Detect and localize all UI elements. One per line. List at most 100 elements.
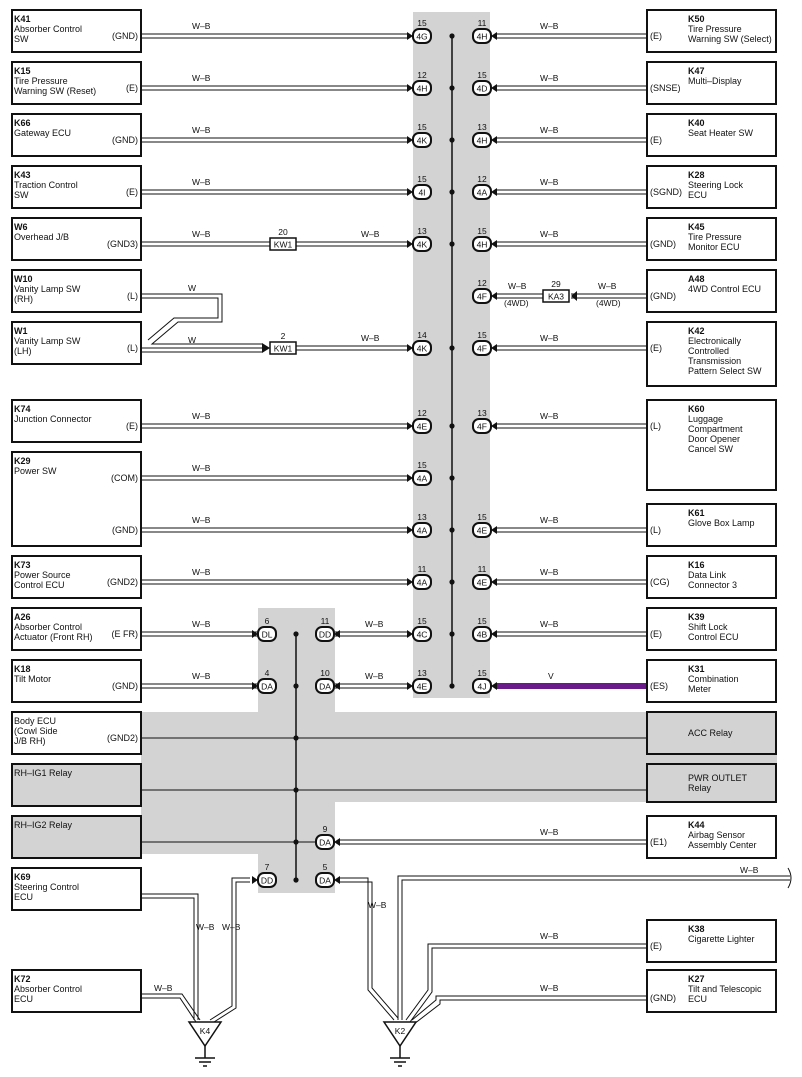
connector-arrow xyxy=(407,240,413,248)
connector-arrow xyxy=(491,682,497,690)
component-name: Warning SW (Reset) xyxy=(14,86,96,96)
wire-right xyxy=(497,137,647,143)
component-box-left xyxy=(11,711,142,755)
component-box-left xyxy=(11,217,142,261)
pin-label: (CG) xyxy=(650,577,670,587)
wire-left xyxy=(141,85,407,91)
pin-label: (L) xyxy=(127,343,138,353)
wire-color: W–B xyxy=(192,619,211,629)
wire-color: W–B xyxy=(222,922,241,932)
component-name: Glove Box Lamp xyxy=(688,518,755,528)
connector-label: 4A xyxy=(477,187,488,197)
component-name: Transmission xyxy=(688,356,741,366)
component-box-left xyxy=(11,113,142,157)
splice-point xyxy=(449,85,455,91)
wire-color: W–B xyxy=(508,281,527,291)
component-box-left xyxy=(11,815,142,859)
splice-point xyxy=(449,475,455,481)
component-id: A26 xyxy=(14,612,31,622)
connector-arrow xyxy=(571,291,577,301)
component-name: Overhead J/B xyxy=(14,232,69,242)
pin-number: 4 xyxy=(265,668,270,678)
connector-arrow xyxy=(407,526,413,534)
component-box-left xyxy=(11,9,142,53)
component-name: Connector 3 xyxy=(688,580,737,590)
wire-left xyxy=(141,527,407,533)
pin-label: (L) xyxy=(650,421,661,431)
wire-color: W–B xyxy=(192,567,211,577)
component-name: Control ECU xyxy=(688,632,739,642)
wire-color: W–B xyxy=(361,333,380,343)
component-box-left xyxy=(11,555,142,599)
wire-right xyxy=(497,189,647,195)
connector-label: DL xyxy=(262,629,273,639)
ground-label: K2 xyxy=(395,1026,406,1036)
wire-right xyxy=(571,293,647,299)
component-box-right xyxy=(646,503,777,547)
component-id: K73 xyxy=(14,560,31,570)
pin-number: 15 xyxy=(477,668,487,678)
ground-triangle xyxy=(187,1021,223,1048)
pin-number: 15 xyxy=(477,330,487,340)
component-box-left xyxy=(11,659,142,703)
wire-line xyxy=(340,877,395,1021)
component-id: K28 xyxy=(688,170,705,180)
ground-symbol: K4 xyxy=(187,1021,223,1067)
pin-label: (GND) xyxy=(650,993,676,1003)
pin-label: (E1) xyxy=(650,837,667,847)
component-name: Tilt and Telescopic xyxy=(688,984,762,994)
wire-color: W–B xyxy=(540,21,559,31)
component-name: Airbag Sensor xyxy=(688,830,745,840)
wire-line xyxy=(141,893,199,1020)
pin-number: 13 xyxy=(417,668,427,678)
connector-arrow xyxy=(491,136,497,144)
pin-label: (L) xyxy=(127,291,138,301)
wire-color: W–B xyxy=(192,73,211,83)
wire-color: W–B xyxy=(154,983,173,993)
wire-right xyxy=(340,839,647,845)
wire-color: W–B xyxy=(196,922,215,932)
wire-left xyxy=(141,631,258,637)
connector-arrow xyxy=(407,474,413,482)
wire-color: W–B xyxy=(540,619,559,629)
pin-number: 12 xyxy=(417,70,427,80)
component-name: PWR OUTLET xyxy=(688,773,748,783)
component-name: ACC Relay xyxy=(688,728,733,738)
connector-arrow xyxy=(491,630,497,638)
connector-lower: DA9 xyxy=(315,824,340,850)
component-name: Steering Control xyxy=(14,882,79,892)
pin-label: (E) xyxy=(650,343,662,353)
pin-number: 6 xyxy=(265,616,270,626)
pin-number: 11 xyxy=(418,564,427,574)
connector-lower: DD7 xyxy=(252,862,277,888)
connector-arrow xyxy=(252,876,258,884)
connector-label: 4A xyxy=(417,473,428,483)
pin-number: 15 xyxy=(477,226,487,236)
connector-arrow xyxy=(491,292,497,300)
pin-label: (E) xyxy=(650,31,662,41)
pin-number: 13 xyxy=(417,512,427,522)
component-id: K60 xyxy=(688,404,705,414)
component-name: Cancel SW xyxy=(688,444,734,454)
component-box-left xyxy=(11,61,142,105)
wire-color: W–B xyxy=(192,411,211,421)
wire-left xyxy=(141,579,407,585)
connector-label: 4H xyxy=(417,83,428,93)
component-name: Steering Lock xyxy=(688,180,744,190)
connector-arrow xyxy=(491,84,497,92)
junction-body xyxy=(542,289,570,303)
component-name: RH–IG1 Relay xyxy=(14,768,73,778)
pin-number: 15 xyxy=(417,460,427,470)
component-name: Cigarette Lighter xyxy=(688,934,755,944)
wire-color: W–B xyxy=(540,567,559,577)
component-name: Data Link xyxy=(688,570,727,580)
connector-label: 4I xyxy=(418,187,425,197)
wire-line xyxy=(397,875,790,1020)
component-name: Actuator (Front RH) xyxy=(14,632,93,642)
connector-arrow xyxy=(407,578,413,586)
